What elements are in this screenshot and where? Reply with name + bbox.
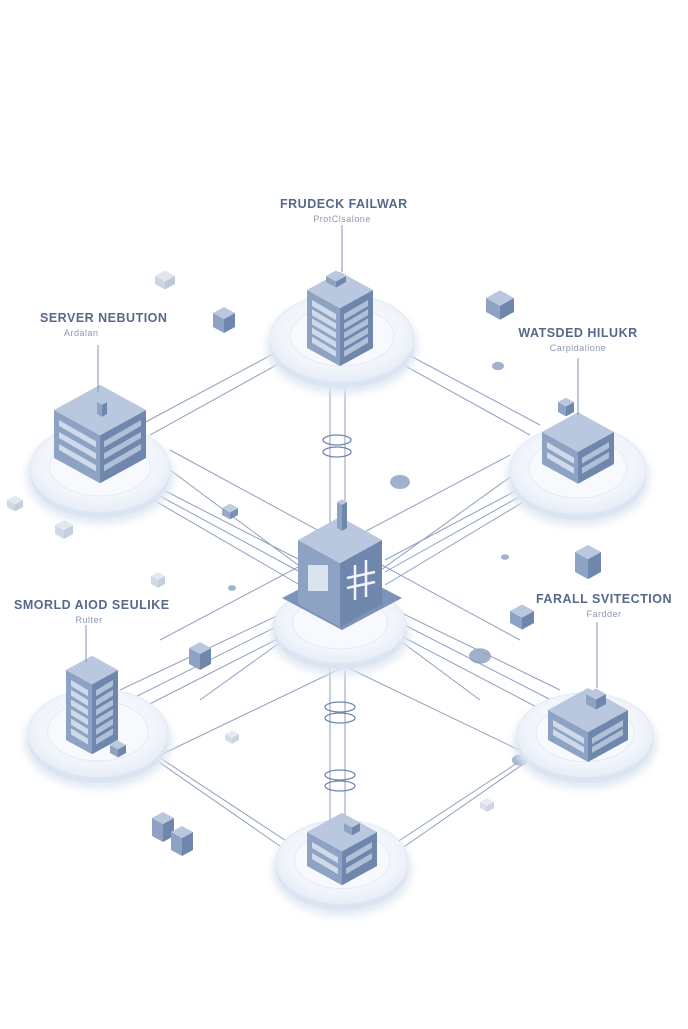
node-lower-left-server bbox=[66, 655, 118, 755]
label-right-subtitle: Carpidalione bbox=[549, 343, 607, 353]
hub-cross-icon bbox=[346, 560, 376, 600]
node-left-antenna bbox=[97, 399, 107, 417]
floating-block-5 bbox=[55, 520, 73, 539]
nodes-layer bbox=[24, 270, 657, 916]
floating-block-14 bbox=[171, 825, 193, 857]
floating-block-2 bbox=[213, 306, 235, 334]
floating-blocks bbox=[7, 270, 601, 857]
floating-dot-3 bbox=[390, 475, 410, 489]
floating-block-9 bbox=[575, 544, 601, 580]
label-left: SERVER NEBUTION Ardalan bbox=[40, 311, 168, 338]
node-center-hub bbox=[298, 516, 382, 628]
hub-panel-left bbox=[308, 565, 328, 591]
floating-dot-7 bbox=[228, 585, 236, 591]
label-leaders bbox=[85, 225, 598, 688]
node-lower-left-box bbox=[110, 740, 126, 758]
floating-block-7 bbox=[222, 503, 238, 520]
label-lower-right: FARALL SVITECTION Fardder bbox=[534, 592, 674, 619]
node-bottom-box bbox=[344, 818, 360, 836]
label-right-title: WATSDED HILUKR bbox=[518, 326, 638, 340]
pipe-rings bbox=[322, 434, 356, 792]
floating-block-6 bbox=[151, 572, 165, 588]
floating-block-8 bbox=[189, 641, 211, 671]
label-right: WATSDED HILUKR Carpidalione bbox=[514, 326, 642, 353]
node-lower-right-box bbox=[586, 688, 606, 710]
node-lower-right-server bbox=[548, 688, 628, 762]
floating-block-3 bbox=[486, 290, 514, 320]
floating-block-13 bbox=[152, 811, 174, 843]
node-center-mast bbox=[337, 499, 347, 531]
label-lower-left-title: SMORLD AIOD SEULIKE bbox=[14, 598, 170, 612]
floating-block-1 bbox=[155, 270, 175, 290]
floating-block-11 bbox=[225, 730, 239, 744]
label-top: FRUDECK FAILWAR ProtClsalone bbox=[280, 197, 408, 224]
floating-block-12 bbox=[480, 798, 494, 812]
label-lower-right-subtitle: Fardder bbox=[586, 609, 622, 619]
node-top-server bbox=[307, 271, 373, 367]
floating-dot-6 bbox=[501, 554, 509, 560]
node-left-server bbox=[54, 384, 146, 484]
node-right-server bbox=[542, 412, 614, 484]
floating-block-4 bbox=[7, 495, 23, 512]
label-lower-left-subtitle: Rulter bbox=[75, 615, 103, 625]
label-left-subtitle: Ardalan bbox=[64, 328, 99, 338]
label-lower-left: SMORLD AIOD SEULIKE Rulter bbox=[14, 598, 170, 625]
label-left-title: SERVER NEBUTION bbox=[40, 311, 168, 325]
node-top-antenna bbox=[326, 270, 346, 288]
label-top-title: FRUDECK FAILWAR bbox=[280, 197, 408, 211]
label-top-subtitle: ProtClsalone bbox=[313, 214, 371, 224]
label-lower-right-title: FARALL SVITECTION bbox=[535, 592, 673, 606]
node-bottom-server bbox=[307, 812, 377, 886]
node-right-tower bbox=[558, 397, 574, 417]
floating-dot-4 bbox=[469, 648, 491, 664]
floating-dot-1 bbox=[492, 361, 504, 371]
floating-block-10 bbox=[510, 604, 534, 630]
